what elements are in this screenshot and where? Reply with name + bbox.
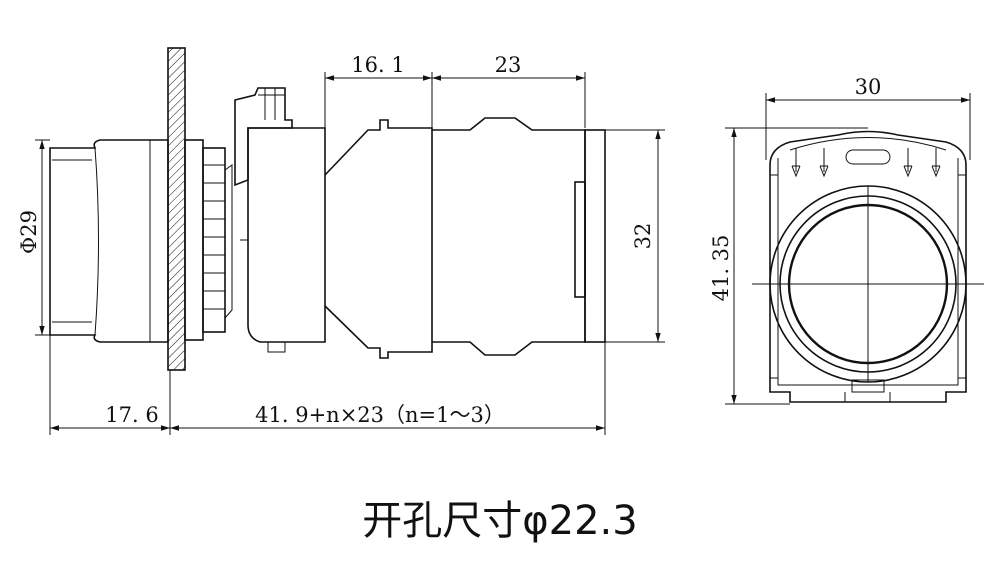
cutout-size-caption: 开孔尺寸φ22.3 [362, 498, 638, 544]
mounting-nut [184, 139, 233, 341]
centerlines [752, 186, 984, 382]
dimension-bottom: 17. 6 41. 9+n×23（n=1～3） [49, 335, 606, 435]
orientation-arrows [791, 148, 941, 178]
dimension-30: 30 [765, 75, 971, 160]
dimension-phi29: Φ29 [17, 139, 50, 336]
dimension-32: 32 [605, 129, 665, 343]
label-phi29: Φ29 [17, 210, 41, 254]
label-17-6: 17. 6 [105, 403, 158, 427]
side-view: 16. 1 23 32 Φ29 17. 6 [17, 47, 665, 435]
label-total-length: 41. 9+n×23（n=1～3） [255, 403, 505, 427]
label-30: 30 [855, 75, 882, 99]
dimension-23: 23 [432, 53, 586, 128]
label-41-35: 41. 35 [709, 235, 733, 302]
contact-block-2 [432, 117, 586, 356]
mounting-panel [167, 47, 186, 371]
front-view: 30 41. 35 [709, 75, 984, 405]
dimension-16-1: 16. 1 [324, 53, 433, 128]
label-16-1: 16. 1 [351, 53, 404, 77]
contact-block-1 [324, 119, 433, 359]
button-head [49, 139, 169, 343]
clip-block [234, 87, 293, 187]
main-body [247, 127, 326, 343]
dimension-41-35: 41. 35 [709, 127, 868, 405]
label-23: 23 [495, 53, 522, 77]
end-module [574, 129, 606, 343]
label-32: 32 [631, 223, 655, 250]
